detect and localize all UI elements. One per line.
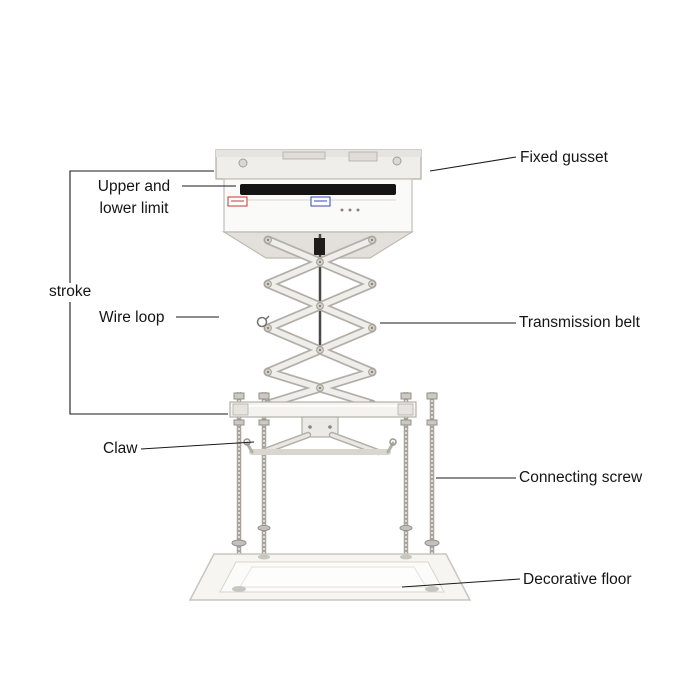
fixed-gusset-label: Fixed gusset — [520, 149, 608, 166]
mount-screw-icon — [392, 156, 402, 166]
scissor-pivots — [264, 236, 376, 408]
limit-slot — [240, 184, 396, 195]
connecting-screw-label: Connecting screw — [519, 469, 643, 486]
wire-loop-label: Wire loop — [99, 309, 165, 326]
claw-label: Claw — [103, 440, 138, 457]
decorative-floor-leader-line — [401, 578, 521, 588]
fixed-gusset-leader-line — [429, 156, 517, 172]
decorative-floor-label: Decorative floor — [523, 571, 632, 588]
claw-hook-icon — [389, 438, 397, 446]
wire-loop-part — [256, 315, 270, 328]
claw-leader-line — [140, 441, 255, 450]
upper-lower-limit-label: Upper and lower limit — [97, 178, 171, 217]
decorative-floor-part — [188, 553, 472, 601]
transmission-belt-label: Transmission belt — [519, 314, 640, 331]
claw-bracket — [243, 416, 397, 456]
transmission-belt-part — [314, 234, 325, 348]
scissor-mechanism — [256, 235, 377, 409]
mount-screw-icon — [238, 158, 248, 168]
stroke-label: stroke — [46, 283, 95, 302]
lower-platform — [229, 401, 417, 418]
